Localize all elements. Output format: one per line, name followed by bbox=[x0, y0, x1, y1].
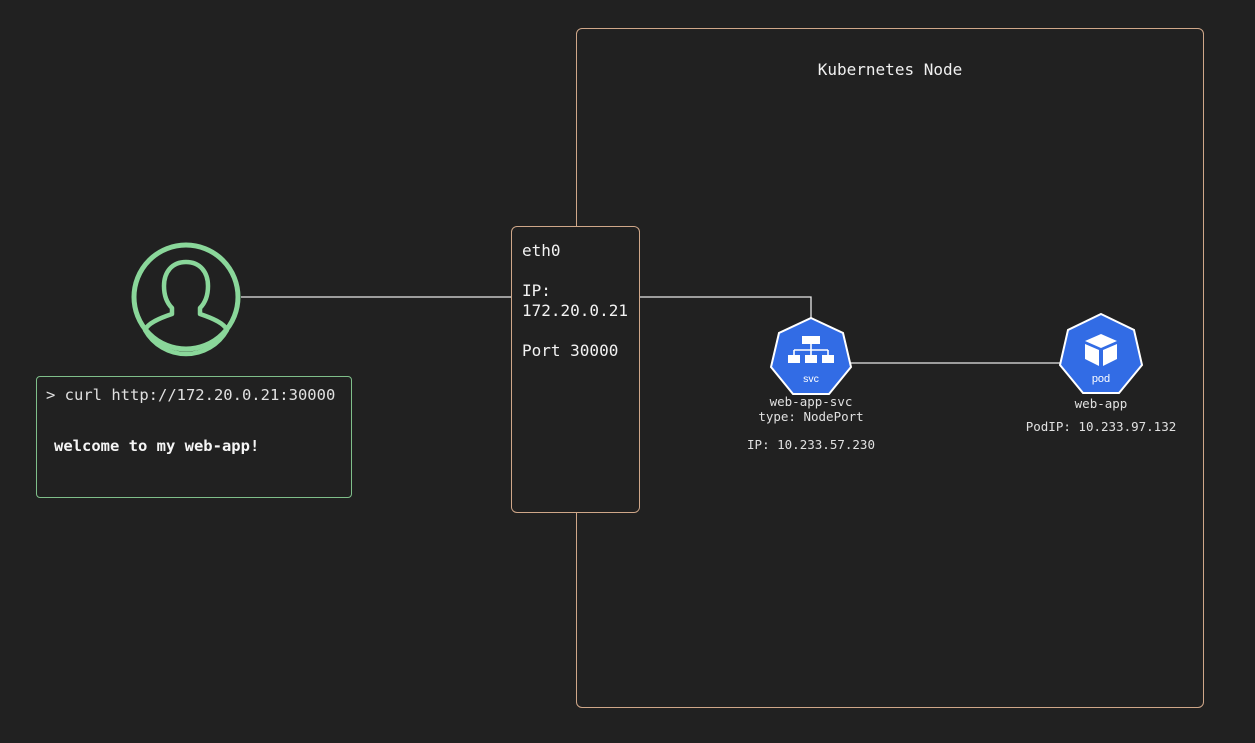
service-icon bbox=[769, 316, 853, 395]
eth-name: eth0 bbox=[522, 241, 561, 260]
service-type: type: NodePort bbox=[758, 409, 864, 424]
terminal-box bbox=[36, 376, 352, 498]
eth-ip: 172.20.0.21 bbox=[522, 301, 628, 320]
eth0-interface-box: eth0 IP: 172.20.0.21 Port 30000 bbox=[511, 226, 640, 513]
pod-ip: PodIP: 10.233.97.132 bbox=[1025, 419, 1177, 434]
service-icon-label: svc bbox=[803, 373, 819, 385]
service-ip: IP: 10.233.57.230 bbox=[747, 437, 875, 452]
pod-icon-label: pod bbox=[1092, 373, 1110, 385]
eth-svc-link bbox=[640, 296, 812, 322]
kubernetes-node-box bbox=[576, 28, 1204, 708]
user-icon bbox=[131, 242, 241, 357]
eth-ip-label: IP: bbox=[522, 281, 551, 300]
pod-icon bbox=[1058, 312, 1144, 394]
terminal-command: > curl http://172.20.0.21:30000 bbox=[46, 386, 336, 404]
terminal-output: welcome to my web-app! bbox=[54, 437, 260, 455]
pod-name: web-app bbox=[1074, 396, 1128, 411]
kubernetes-node-title: Kubernetes Node bbox=[817, 60, 963, 79]
service-name: web-app-svc bbox=[769, 394, 853, 409]
eth-port: Port 30000 bbox=[522, 341, 619, 360]
